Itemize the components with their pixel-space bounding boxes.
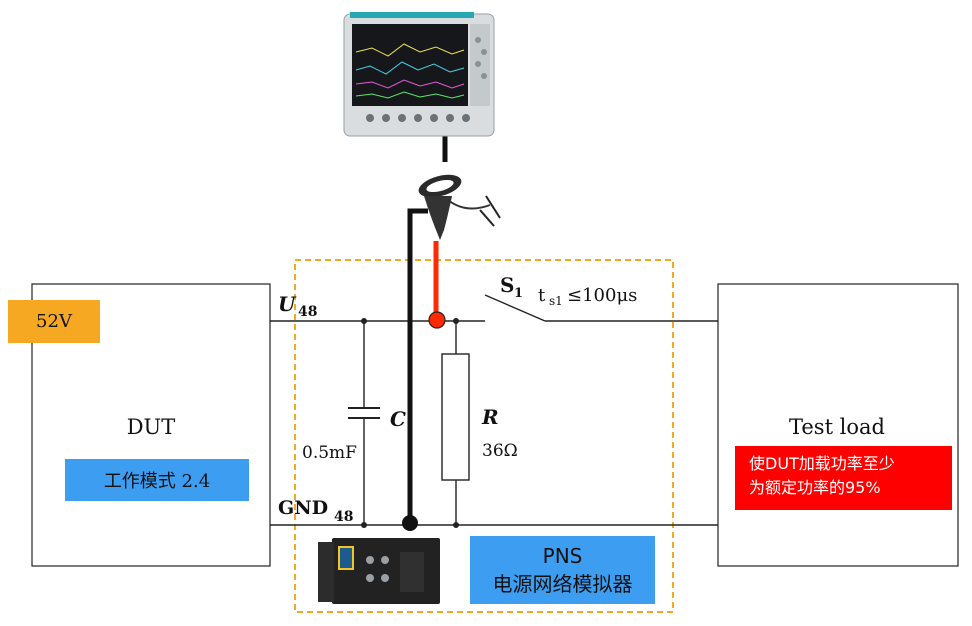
current-probe-icon (418, 174, 501, 240)
dut-mode-label: 工作模式 2.4 (103, 471, 211, 492)
probe-contact-point (428, 311, 446, 329)
switch-subscript: 1 (514, 286, 523, 301)
dut-title: DUT (127, 415, 176, 439)
voltage-tag-label: 52V (36, 311, 72, 332)
junction-dot (453, 522, 459, 528)
u-bus-label: U (278, 292, 297, 316)
pns-label-line1: PNS (542, 544, 583, 568)
oscilloscope-icon (343, 12, 495, 137)
pns-label-box: PNS 电源网络模拟器 (470, 536, 655, 604)
test-load-title: Test load (789, 415, 885, 439)
resistor-body (441, 353, 470, 481)
pns-label-line2: 电源网络模拟器 (492, 572, 633, 596)
switch-blade (484, 294, 546, 322)
probe-ground-clip (402, 515, 418, 531)
probe-ground-cable (407, 208, 428, 522)
resistor-value: 36Ω (482, 441, 518, 461)
switch-timing-sub: s1 (549, 294, 563, 308)
dut-mode-box: 工作模式 2.4 (65, 459, 249, 501)
junction-dot (361, 522, 367, 528)
load-note-line1: 使DUT加载功率至少 (749, 454, 895, 473)
test-load-box (717, 283, 959, 567)
capacitor-symbol: C (390, 407, 406, 431)
power-network-simulator-icon (318, 538, 440, 604)
voltage-tag: 52V (8, 300, 100, 343)
pns-dashed-boundary (294, 259, 674, 613)
switch-symbol: S (500, 273, 514, 297)
switch-timing-t: t (538, 285, 546, 306)
junction-dot (453, 318, 459, 324)
resistor-symbol: R (481, 405, 499, 429)
u-bus-subscript: 48 (298, 304, 317, 320)
gnd-bus-subscript: 48 (334, 509, 353, 525)
switch-timing-rest: ≤100μs (567, 285, 637, 306)
load-note-line2: 为额定功率的95% (749, 478, 881, 497)
load-note-box: 使DUT加载功率至少 为额定功率的95% (735, 446, 952, 510)
junction-dot (361, 318, 367, 324)
gnd-bus-label: GND (278, 497, 328, 519)
capacitor-value: 0.5mF (302, 443, 357, 463)
